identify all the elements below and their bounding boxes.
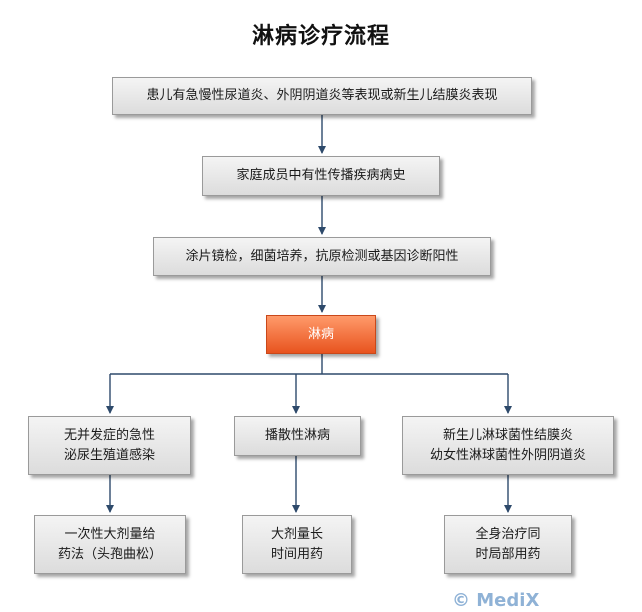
watermark: © MediX [452,590,540,611]
node-branch-left: 无并发症的急性 泌尿生殖道感染 [28,416,191,475]
node-lab-tests: 涂片镜检，细菌培养，抗原检测或基因诊断阳性 [153,237,491,276]
node-diagnosis: 淋病 [266,315,376,354]
page-title: 淋病诊疗流程 [251,24,390,49]
node-symptoms: 患儿有急慢性尿道炎、外阴阴道炎等表现或新生儿结膜炎表现 [112,77,532,115]
node-branch-right: 新生儿淋球菌性结膜炎 幼女性淋球菌性外阴阴道炎 [402,416,614,475]
node-treatment-left: 一次性大剂量给 药法（头孢曲松） [34,515,186,574]
node-treatment-right: 全身治疗同 时局部用药 [444,515,572,574]
node-branch-middle: 播散性淋病 [234,416,361,456]
node-treatment-middle: 大剂量长 时间用药 [242,515,352,574]
node-family-history: 家庭成员中有性传播疾病病史 [202,156,440,196]
